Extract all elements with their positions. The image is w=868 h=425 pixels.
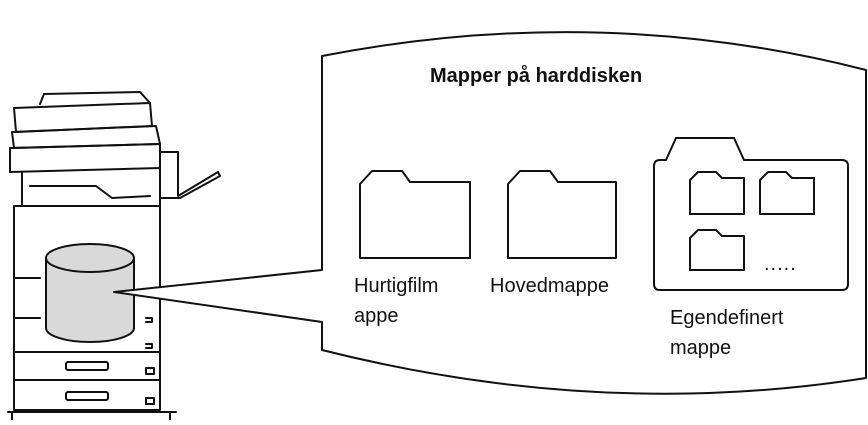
paper-drawer-2 [13,379,161,411]
paper-drawer-1 [13,351,161,381]
custom-folder-label-line1: Egendefinert [670,307,784,329]
scanner-body [9,143,161,173]
custom-folder-icon [653,137,849,291]
subfolder-icon-1 [689,171,745,215]
custom-folder-label-line2: mappe [670,337,732,359]
quick-file-folder-label-line1: Hurtigfilm [354,275,439,297]
subfolder-icon-3 [689,229,745,271]
latch-1 [145,317,153,323]
drawer-indicator-2 [145,397,155,405]
drawer-handle-2 [65,391,109,401]
hard-disk-icon [45,243,135,343]
drawer-handle-1 [65,361,109,371]
quick-file-folder-icon [359,170,471,259]
output-tray-shape [29,185,151,199]
drawer-indicator-1 [145,367,155,375]
diagram-title: Mapper på harddisken [430,65,643,87]
more-folders-ellipsis: ..... [764,253,797,275]
latch-2 [145,343,153,349]
side-exit-tray [159,151,221,199]
callout-bubble [113,31,867,395]
quick-file-folder-label-line2: appe [354,305,399,327]
main-folder-icon [507,170,617,259]
printer-illustration [7,91,221,421]
subfolder-icon-2 [759,171,815,215]
main-folder-label: Hovedmappe [490,275,609,297]
feeder-tray [39,91,151,105]
